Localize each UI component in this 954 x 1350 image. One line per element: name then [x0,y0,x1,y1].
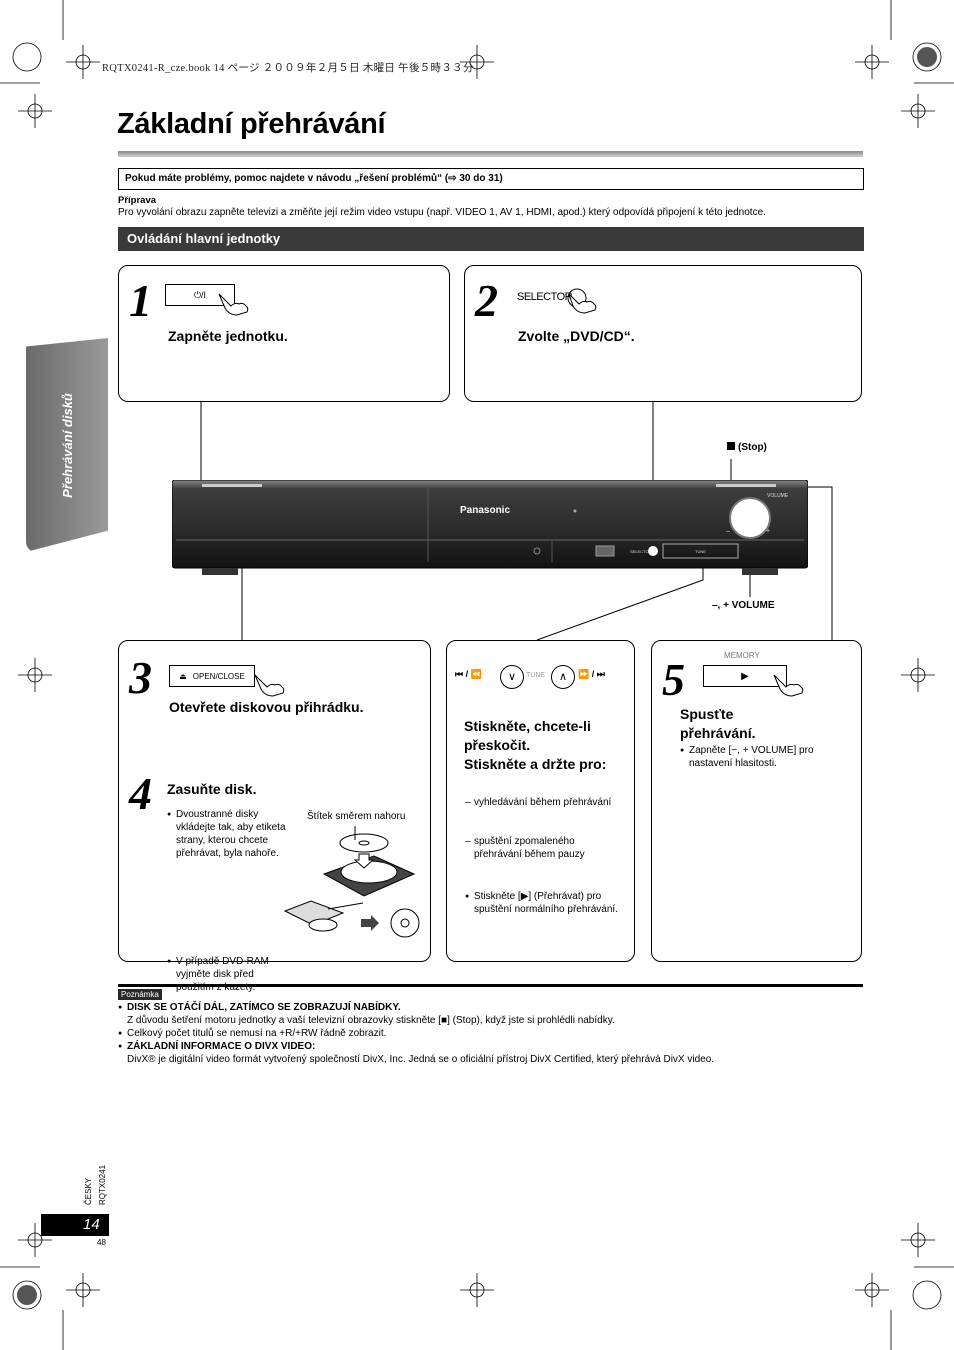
brand-logo: Panasonic [460,505,511,516]
label-up-text: Štítek směrem nahoru [307,811,406,822]
skip-head-1: Stiskněte, chcete-li přeskočit. [464,718,591,753]
footer-code: RQTX0241 [98,1164,107,1205]
skip-dash-2: spuštění zpomaleného přehrávání během pa… [465,835,625,861]
problem-note: Pokud máte problémy, pomoc najdete v náv… [118,168,864,190]
step2-text: Zvolte „DVD/CD“. [518,328,635,344]
tune-label: TUNE [526,672,546,679]
minus-small-label: – [726,528,730,535]
step5-text: Spusťte přehrávání. [680,706,756,741]
open-close-label: OPEN/CLOSE [192,671,245,681]
open-close-button[interactable]: ⏏ OPEN/CLOSE [169,665,255,687]
volume-label: VOLUME [767,493,789,499]
pointing-hand-icon [218,293,249,316]
section-title: Ovládání hlavní jednotky [118,227,864,251]
step3-number: 3 [129,652,152,703]
step3-box: 3 ⏏ OPEN/CLOSE Otevřete diskovou přihrádk… [118,640,431,993]
side-tab [26,338,108,552]
pointing-hand-icon [773,674,804,697]
step1-box: 1 ⏻/I Zapněte jednotku. [118,265,450,402]
tune-small-label: TUNE [695,549,706,554]
note-tag: Poznámka [118,989,162,1000]
step1-text: Zapněte jednotku. [168,328,288,344]
step2-number: 2 [475,275,498,326]
notes: DISK SE OTÁČÍ DÁL, ZATÍMCO SE ZOBRAZUJÍ … [118,1001,878,1066]
note-3-text: DivX® je digitální video formát vytvořen… [127,1054,715,1065]
footer-sub: 48 [97,1238,106,1247]
pointing-hand-icon [254,674,285,697]
note-divider [118,984,863,987]
note-3-head: ZÁKLADNÍ INFORMACE O DIVX VIDEO: [118,1040,878,1053]
skip-box: ⏮ / ⏪ ∨ TUNE ∧ ⏩ / ⏭ Stiskněte, chcete-l… [446,640,635,962]
print-header: RQTX0241-R_cze.book 14 ページ ２００９年２月５日 木曜日… [102,63,474,74]
chevron-up-icon: ∧ [558,671,568,683]
skip-dash-1: vyhledávání během přehrávání [465,796,615,809]
page-title: Základní přehrávání [117,108,386,140]
page-number: 14 [41,1214,109,1236]
prep-text: Pro vyvolání obrazu zapněte televizi a z… [118,207,766,218]
step5-box: 5 MEMORY ▶ Spusťte přehrávání. Zapněte [… [651,640,862,962]
note-1-head: DISK SE OTÁČÍ DÁL, ZATÍMCO SE ZOBRAZUJÍ … [118,1001,878,1014]
step4-number: 4 [129,768,152,819]
stop-label: (Stop) [738,442,767,453]
selector-small-label: SELECTOR [630,549,652,554]
tune-down-button[interactable]: ∨ [500,665,524,689]
plus-small-label: + [766,528,771,535]
skip-bullet: Stiskněte [▶] (Přehrávat) pro spuštění n… [465,890,630,916]
step4-bullet-2: V případě DVD-RAM vyjměte disk před použ… [167,955,287,994]
disc-insert-icon [322,826,416,897]
step4-bullet-1: Dvoustranné disky vkládejte tak, aby eti… [167,808,297,860]
selector-label: SELECTOR [517,291,573,303]
title-rule [118,151,863,157]
skip-forward-icons: ⏩ / ⏭ [578,669,605,679]
chevron-down-icon: ∨ [507,671,517,683]
step2-box: 2 SELECTOR Zvolte „DVD/CD“. [464,265,862,402]
power-button[interactable]: ⏻/I [165,284,235,306]
prep-label: Příprava [118,195,157,206]
note-1-text: Z důvodu šetření motoru jednotky a vaší … [127,1015,615,1026]
tune-up-button[interactable]: ∧ [551,665,575,689]
step4-text: Zasuňte disk. [167,781,257,797]
play-button[interactable]: ▶ [703,665,787,687]
step3-text: Otevřete diskovou přihrádku. [169,699,364,715]
footer-lang: ČESKY [84,1177,93,1205]
memory-label: MEMORY [724,651,760,660]
pointing-hand-icon[interactable] [565,288,599,314]
skip-head-2: Stiskněte a držte pro: [464,756,607,772]
skip-back-icons: ⏮ / ⏪ [455,669,482,679]
cartridge-disc-icon [283,900,420,938]
main-unit-illustration [172,480,808,575]
note-2: Celkový počet titulů se nemusí na +R/+RW… [118,1027,878,1040]
stop-callout: (Stop) [727,442,767,453]
eject-icon: ⏏ [179,671,187,681]
stop-icon [727,442,735,450]
step1-number: 1 [129,275,152,326]
step5-number: 5 [662,654,685,705]
step5-bullet: Zapněte [−, + VOLUME] pro nastavení hlas… [680,744,840,770]
volume-callout: –, + VOLUME [712,600,775,611]
